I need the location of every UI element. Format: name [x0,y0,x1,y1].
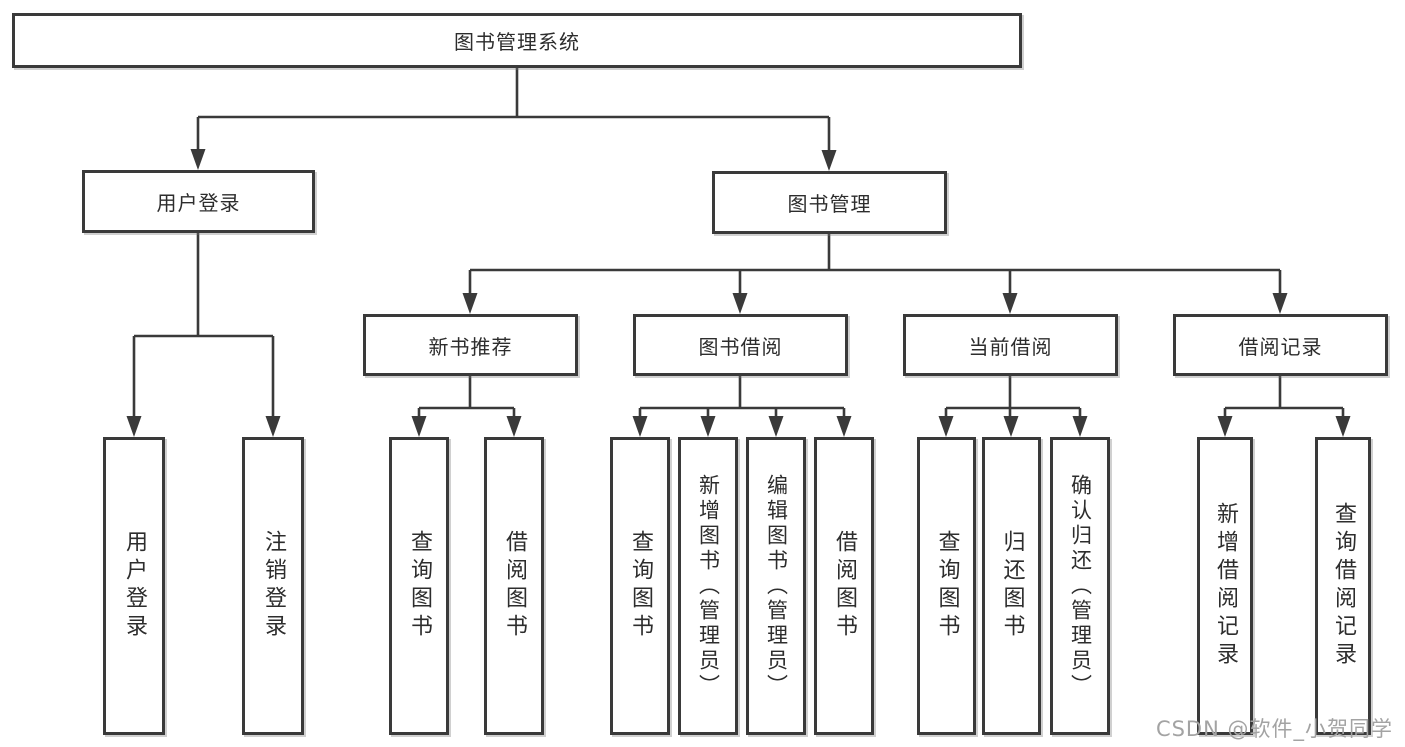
node-label: 新书推荐 [428,334,513,359]
leaf-label: 新增借阅记录 [1213,502,1238,670]
leaf-add-borrow-record: 新增借阅记录 [1197,437,1253,735]
leaf-label: 借阅图书 [502,530,527,642]
leaf-borrow-book-borrowing: 借阅图书 [814,437,874,735]
leaf-query-book-borrowing: 查询图书 [610,437,670,735]
leaf-label: 查询借阅记录 [1331,502,1356,670]
leaf-edit-book-admin: 编辑图书（管理员） [746,437,806,735]
leaf-label: 新增图书（管理员） [696,473,721,699]
leaf-borrow-book-recommend: 借阅图书 [484,437,544,735]
node-book-management: 图书管理 [712,171,947,234]
leaf-label: 借阅图书 [832,530,857,642]
leaf-confirm-return-admin: 确认归还（管理员） [1050,437,1110,735]
leaf-user-login: 用户登录 [103,437,165,735]
leaf-query-book-current: 查询图书 [917,437,976,735]
leaf-label: 注销登录 [261,530,286,642]
leaf-label: 确认归还（管理员） [1068,473,1093,699]
node-book-borrowing: 图书借阅 [633,314,848,376]
connector-lines [132,68,1345,420]
node-new-book-recommend: 新书推荐 [363,314,578,376]
node-library-system: 图书管理系统 [12,13,1022,68]
leaf-label: 查询图书 [628,530,653,642]
node-label: 当前借阅 [968,334,1053,359]
leaf-return-book: 归还图书 [982,437,1041,735]
node-label: 用户登录 [156,191,241,215]
leaf-label: 归还图书 [999,530,1025,642]
leaf-label: 编辑图书（管理员） [764,473,789,699]
leaf-add-book-admin: 新增图书（管理员） [678,437,738,735]
node-user-login: 用户登录 [82,170,315,233]
node-label: 图书管理 [787,192,872,216]
leaf-query-book-recommend: 查询图书 [389,437,449,735]
leaf-label: 用户登录 [122,530,147,642]
leaf-logout: 注销登录 [242,437,304,735]
leaf-query-borrow-record: 查询借阅记录 [1315,437,1371,735]
leaf-label: 查询图书 [407,530,432,642]
node-label: 图书借阅 [698,334,783,359]
leaf-label: 查询图书 [934,530,960,642]
node-label: 图书管理系统 [454,30,580,54]
node-label: 借阅记录 [1238,334,1323,359]
csdn-watermark: CSDN @软件_小贺同学 [1155,717,1393,741]
node-current-borrowing: 当前借阅 [903,314,1118,376]
node-borrowing-records: 借阅记录 [1173,314,1388,376]
